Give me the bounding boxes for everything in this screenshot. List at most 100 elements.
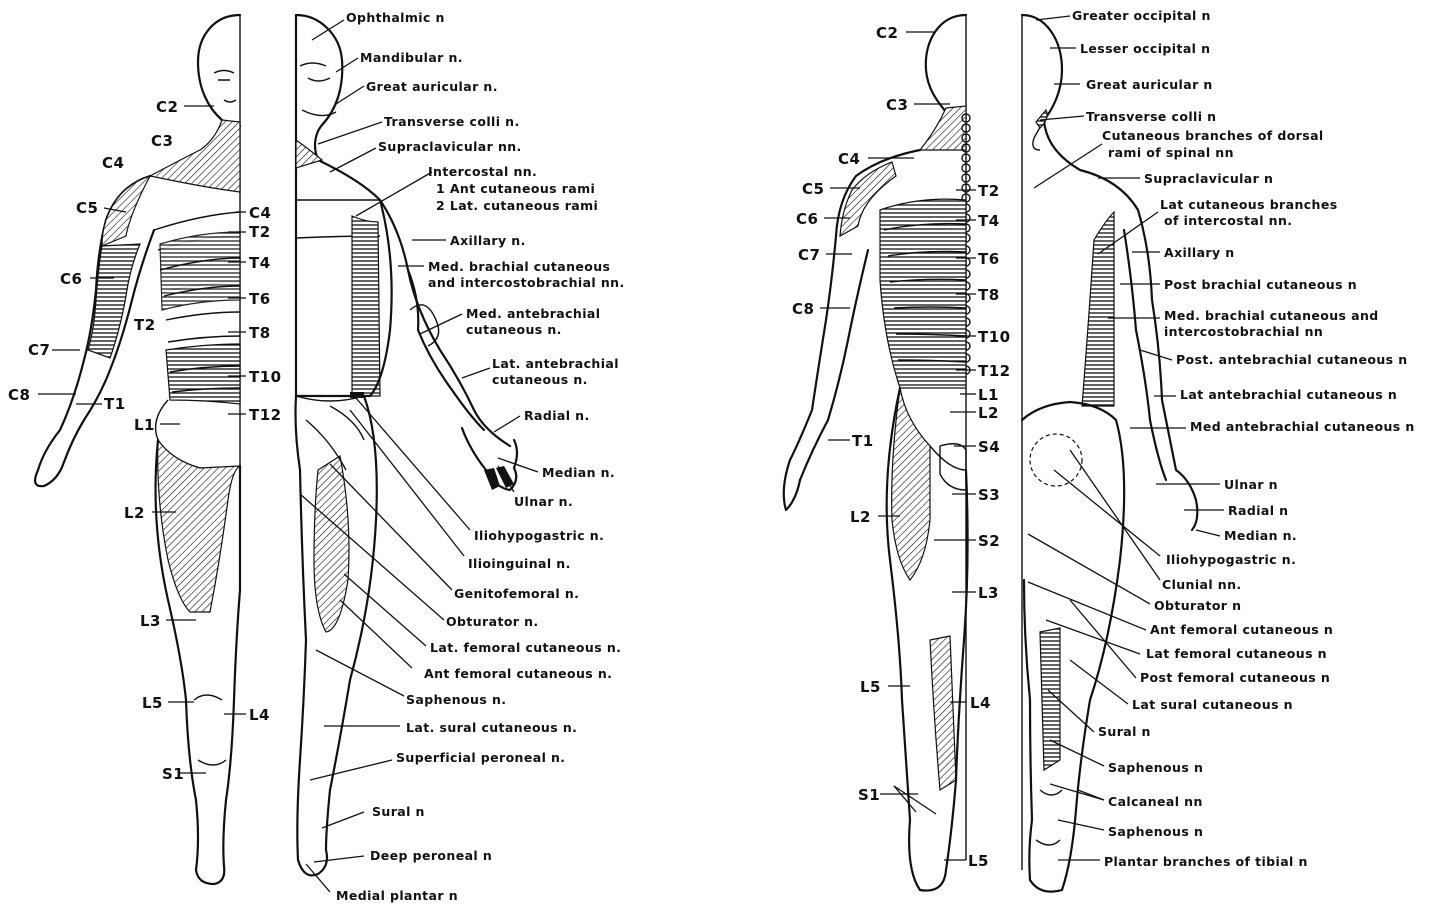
dermatome-label: C7 [28,341,50,359]
nerve-label: Sural n [372,804,425,819]
dermatome-label: T8 [249,324,271,342]
dermatome-label: L4 [970,694,991,712]
dermatome-label: L2 [850,508,871,526]
dermatome-label: T12 [978,362,1011,380]
nerve-label: Intercostal nn. [428,164,537,179]
nerve-label: Lat femoral cutaneous n [1146,646,1327,661]
nerve-label: Plantar branches of tibial n [1104,854,1308,869]
dermatome-label: T8 [978,286,1000,304]
dermatome-label: T6 [978,250,1000,268]
dermatome-label: L1 [978,386,999,404]
nerve-label: Saphenous n. [406,692,506,707]
nerve-label: Lat sural cutaneous n [1132,697,1293,712]
dermatome-label: T12 [249,406,282,424]
nerve-label: cutaneous n. [492,372,588,387]
nerve-label: Deep peroneal n [370,848,492,863]
dermatome-label: T2 [249,223,271,241]
dermatome-label: L4 [249,706,270,724]
dermatome-label: T1 [104,395,126,413]
anterior-nerve-labels: Ophthalmic n Mandibular n. Great auricul… [336,10,625,903]
dermatome-label: T10 [978,328,1011,346]
nerve-label: Ilioinguinal n. [468,556,571,571]
nerve-label: Med antebrachial cutaneous n [1190,419,1415,434]
nerve-label: Lat. femoral cutaneous n. [430,640,621,655]
nerve-label: Supraclavicular nn. [378,139,522,154]
nerve-label: Genitofemoral n. [454,586,579,601]
dermatome-label: S1 [858,786,880,804]
nerve-label: Iliohypogastric n. [474,528,604,543]
nerve-label: Ant femoral cutaneous n. [424,666,612,681]
nerve-label: Obturator n [1154,598,1241,613]
dermatome-label: T2 [978,182,1000,200]
dermatome-label: T10 [249,368,282,386]
nerve-label: Cutaneous branches of dorsal [1102,128,1324,143]
dermatome-label: L3 [140,612,161,630]
nerve-label: Obturator n. [446,614,539,629]
dermatome-label: C6 [60,270,82,288]
nerve-label: Mandibular n. [360,50,463,65]
dermatome-label: C7 [798,246,820,264]
nerve-label: rami of spinal nn [1108,145,1234,160]
nerve-label: Lat. sural cutaneous n. [406,720,577,735]
nerve-label: Transverse colli n. [384,114,520,129]
nerve-label: Lat cutaneous branches [1160,197,1338,212]
dermatome-label: C3 [886,96,908,114]
nerve-label: Median n. [542,465,615,480]
dermatome-label: S4 [978,438,1000,456]
nerve-label: 2 Lat. cutaneous rami [436,198,598,213]
anterior-figure: C2 C3 C4 C5 C6 C7 C8 T1 T2 C4 T2 T4 T6 T… [8,10,625,903]
nerve-label: of intercostal nn. [1164,213,1292,228]
dermatome-label: C3 [151,132,173,150]
dermatome-label: C8 [792,300,814,318]
nerve-label: Post femoral cutaneous n [1140,670,1330,685]
anterior-dermatome-body [35,15,240,884]
dermatome-label: C2 [876,24,898,42]
dermatome-label: C5 [802,180,824,198]
posterior-figure: C2 C3 C4 C5 C6 C7 C8 T1 T2 T4 T6 T8 T10 … [784,8,1415,892]
nerve-label: Saphenous n [1108,760,1203,775]
nerve-label: Clunial nn. [1162,577,1242,592]
dermatome-label: S2 [978,532,1000,550]
nerve-label: Ophthalmic n [346,10,445,25]
nerve-label: Sural n [1098,724,1151,739]
nerve-label: cutaneous n. [466,322,562,337]
dermatome-label: T6 [249,290,271,308]
dermatome-label: S3 [978,486,1000,504]
dermatome-label: T4 [249,254,271,272]
nerve-label: Post. antebrachial cutaneous n [1176,352,1408,367]
nerve-label: 1 Ant cutaneous rami [436,181,595,196]
nerve-label: Med. brachial cutaneous [428,259,610,274]
dermatome-label: C6 [796,210,818,228]
nerve-label: Greater occipital n [1072,8,1211,23]
posterior-dermatome-body [784,15,970,891]
nerve-label: Great auricular n. [366,79,498,94]
nerve-label: Calcaneal nn [1108,794,1203,809]
dermatome-label: C5 [76,199,98,217]
dermatome-label: L2 [124,504,145,522]
nerve-label: and intercostobrachial nn. [428,275,625,290]
nerve-label: Medial plantar n [336,888,458,903]
nerve-label: Median n. [1224,528,1297,543]
nerve-label: Great auricular n [1086,77,1213,92]
dermatome-label: C2 [156,98,178,116]
nerve-label: Lesser occipital n [1080,41,1210,56]
nerve-label: Axillary n. [450,233,526,248]
dermatome-label: T4 [978,212,1000,230]
nerve-label: Saphenous n [1108,824,1203,839]
nerve-label: Post brachial cutaneous n [1164,277,1357,292]
dermatome-label: L3 [978,584,999,602]
dermatome-label: C4 [249,204,271,222]
nerve-label: Med. antebrachial [466,306,600,321]
dermatome-label: L2 [978,404,999,422]
nerve-label: intercostobrachial nn [1164,324,1323,339]
dermatome-label: L1 [134,416,155,434]
dermatome-label: C4 [838,150,860,168]
nerve-label: Radial n [1228,503,1288,518]
nerve-label: Superficial peroneal n. [396,750,565,765]
dermatome-label: C8 [8,386,30,404]
dermatome-label: L5 [142,694,163,712]
nerve-label: Lat antebrachial cutaneous n [1180,387,1397,402]
nerve-label: Supraclavicular n [1144,171,1273,186]
